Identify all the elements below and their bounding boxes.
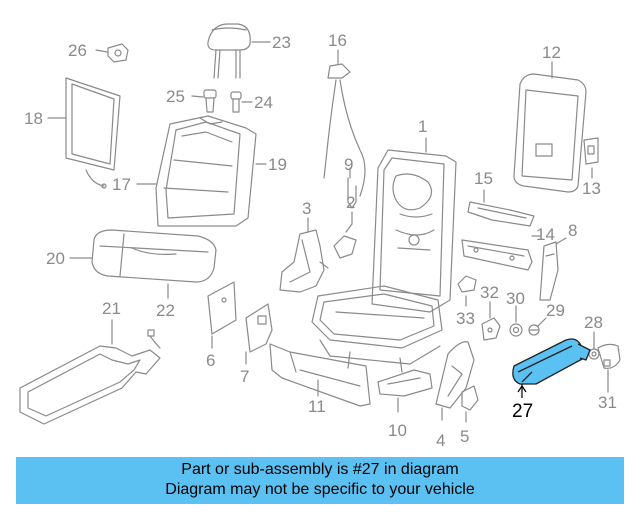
part-31-cap	[597, 343, 621, 369]
part-5-cover	[461, 385, 479, 411]
callout-21[interactable]: 21	[102, 299, 121, 318]
callout-10[interactable]: 10	[388, 421, 407, 440]
part-20-seat-cushion	[91, 229, 217, 283]
callout-24[interactable]: 24	[254, 93, 273, 112]
part-2-latch	[333, 223, 357, 259]
part-21-carpet-panel	[19, 329, 161, 425]
part-14-track	[461, 239, 533, 271]
callout-3[interactable]: 3	[302, 199, 312, 218]
part-13-handle	[583, 137, 599, 165]
part-11-lower-trim	[269, 343, 371, 407]
callout-17[interactable]: 17	[112, 175, 131, 194]
part-3-side-bracket	[279, 229, 329, 293]
part-32-bracket	[481, 317, 501, 341]
part-4-side-cover	[435, 341, 475, 409]
part-19-seatback-cover	[155, 115, 257, 227]
part-29-bolt	[528, 324, 540, 336]
callout-23[interactable]: 23	[272, 33, 291, 52]
callout-19[interactable]: 19	[268, 155, 287, 174]
exploded-seat-diagram	[19, 23, 621, 425]
part-16-cable	[323, 63, 366, 197]
part-24-guide	[230, 91, 242, 113]
part-1-seat-frame	[311, 149, 457, 373]
part-30-knob	[509, 323, 523, 337]
part-23-headrest	[207, 23, 251, 79]
part-27-armrest[interactable]	[512, 338, 591, 385]
leader-27-arrow	[517, 384, 527, 393]
callout-7[interactable]: 7	[240, 367, 250, 386]
leader-8	[555, 237, 567, 245]
callout-26[interactable]: 26	[68, 41, 87, 60]
callout-22[interactable]: 22	[156, 301, 175, 320]
leader-25	[191, 95, 204, 98]
callout-5[interactable]: 5	[460, 427, 470, 446]
callout-12[interactable]: 12	[542, 43, 561, 62]
callout-4[interactable]: 4	[436, 431, 446, 450]
part-6-trim-panel	[207, 281, 237, 335]
callout-6[interactable]: 6	[206, 351, 216, 370]
callout-33[interactable]: 33	[456, 309, 475, 328]
callout-13[interactable]: 13	[582, 179, 601, 198]
part-15-rail	[467, 201, 535, 227]
banner-line-2: Diagram may not be specific to your vehi…	[165, 481, 475, 498]
callout-31[interactable]: 31	[598, 393, 617, 412]
info-banner: Part or sub-assembly is #27 in diagram D…	[16, 457, 624, 504]
callout-8[interactable]: 8	[568, 221, 578, 240]
callout-2[interactable]: 2	[346, 193, 356, 212]
callout-28[interactable]: 28	[584, 313, 603, 332]
part-8-side-trim	[539, 241, 559, 301]
callout-20[interactable]: 20	[46, 249, 65, 268]
part-10-foot-trim	[377, 369, 433, 397]
callout-18[interactable]: 18	[24, 109, 43, 128]
part-33-pad	[457, 275, 477, 293]
callout-14[interactable]: 14	[536, 225, 555, 244]
callout-15[interactable]: 15	[474, 169, 493, 188]
leader-26	[95, 49, 108, 53]
callout-30[interactable]: 30	[506, 289, 525, 308]
callout-9[interactable]: 9	[344, 155, 354, 174]
callout-29[interactable]: 29	[546, 301, 565, 320]
callout-1[interactable]: 1	[418, 117, 428, 136]
banner-line-1: Part or sub-assembly is #27 in diagram	[181, 461, 459, 478]
part-7-bracket	[245, 303, 273, 353]
part-12-back-cover	[513, 73, 587, 193]
part-25-guide	[203, 89, 217, 113]
callout-32[interactable]: 32	[480, 283, 499, 302]
part-26-clip	[107, 43, 129, 63]
part-18-back-panel	[65, 77, 121, 189]
callout-16[interactable]: 16	[328, 31, 347, 50]
callout-27-highlighted[interactable]: 27	[512, 401, 534, 422]
callout-25[interactable]: 25	[166, 87, 185, 106]
part-9-bracket	[347, 177, 357, 209]
callout-11[interactable]: 11	[308, 397, 326, 416]
leader-29	[537, 317, 547, 327]
